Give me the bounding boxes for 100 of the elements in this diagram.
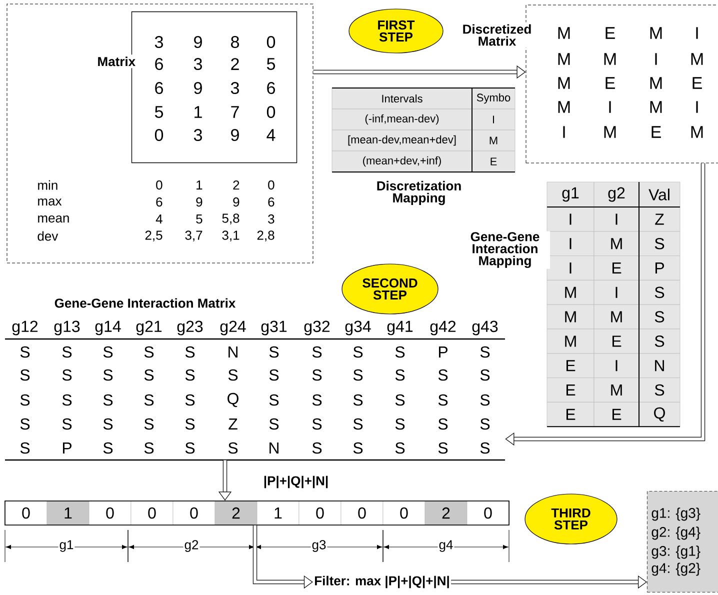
bar-cell: 1 bbox=[46, 500, 90, 526]
matrix-value: S bbox=[395, 346, 405, 358]
matrix-value: 0 bbox=[154, 128, 164, 142]
matrix-value: M bbox=[604, 126, 616, 138]
matrix-value: M bbox=[558, 53, 570, 65]
table-cell: M bbox=[594, 378, 640, 402]
stat-value: 2,5 bbox=[145, 230, 162, 242]
matrix-value: S bbox=[480, 418, 490, 430]
matrix-value: S bbox=[103, 418, 113, 430]
matrix-value: S bbox=[353, 369, 363, 381]
stat-value: 5,8 bbox=[222, 214, 240, 224]
table-cell: E bbox=[594, 256, 640, 280]
node-label: Matrix bbox=[98, 56, 136, 66]
matrix-value: S bbox=[353, 394, 363, 406]
matrix-value: S bbox=[62, 346, 72, 358]
matrix-value: S bbox=[353, 442, 363, 454]
matrix-value: S bbox=[480, 369, 490, 381]
matrix-value: S bbox=[20, 442, 30, 454]
matrix-value: 3 bbox=[194, 58, 202, 70]
table-cell: I bbox=[594, 280, 640, 305]
table-cell: E bbox=[472, 150, 516, 172]
matrix-value: M bbox=[650, 27, 662, 39]
matrix-value: I bbox=[563, 126, 565, 138]
matrix-value: M bbox=[691, 126, 703, 138]
matrix-value: 2 bbox=[231, 58, 239, 70]
matrix-value: 6 bbox=[155, 58, 163, 70]
table-cell: I bbox=[546, 256, 594, 280]
matrix-value: 9 bbox=[194, 36, 202, 48]
matrix-value: S bbox=[438, 394, 448, 406]
matrix-value: S bbox=[312, 346, 322, 358]
matrix-value: S bbox=[312, 442, 322, 454]
matrix-value: 9 bbox=[194, 82, 202, 94]
matrix-value: S bbox=[395, 369, 405, 381]
matrix-value: S bbox=[438, 442, 448, 454]
table-cell: I bbox=[594, 206, 640, 232]
matrix-value: E bbox=[652, 126, 661, 138]
table-cell: E bbox=[546, 402, 594, 427]
matrix-value: 6 bbox=[155, 82, 163, 94]
matrix-value: I bbox=[696, 27, 698, 39]
bar-cell: 0 bbox=[298, 500, 342, 526]
column-header: g13 bbox=[54, 320, 80, 336]
matrix-value: S bbox=[20, 418, 30, 430]
matrix-value: 3 bbox=[154, 36, 163, 48]
column-header: g21 bbox=[136, 320, 162, 336]
matrix-value: S bbox=[185, 418, 195, 430]
matrix-value: 3 bbox=[194, 128, 202, 142]
matrix-value: 5 bbox=[154, 106, 163, 118]
matrix-value: 0 bbox=[266, 36, 276, 48]
matrix-value: S bbox=[144, 346, 154, 358]
table-cell: Z bbox=[638, 206, 680, 232]
matrix-value: S bbox=[20, 346, 30, 358]
table-cell: I bbox=[472, 108, 516, 130]
dimension-label: g3 bbox=[310, 539, 328, 553]
stat-value: 3,1 bbox=[222, 230, 240, 242]
matrix-value: S bbox=[312, 394, 322, 406]
matrix-value: 5 bbox=[266, 58, 275, 70]
matrix-value: 8 bbox=[231, 36, 239, 48]
matrix-value: 0 bbox=[266, 106, 276, 118]
table-cell: Val bbox=[638, 182, 680, 208]
matrix-value: S bbox=[20, 369, 30, 381]
table-cell: S bbox=[638, 280, 680, 305]
matrix-value: S bbox=[185, 394, 195, 406]
matrix-value: S bbox=[62, 418, 72, 430]
stat-value: 9 bbox=[233, 197, 240, 207]
matrix-value: S bbox=[144, 442, 154, 454]
matrix-value: S bbox=[185, 369, 195, 381]
table-cell: S bbox=[638, 328, 680, 354]
table-cell: M bbox=[546, 280, 594, 305]
stat-value: 5 bbox=[196, 214, 202, 224]
bar-cell: 0 bbox=[130, 500, 174, 526]
table-cell: I bbox=[546, 206, 594, 232]
matrix-value: S bbox=[144, 369, 154, 381]
matrix-value: S bbox=[103, 369, 113, 381]
dimension-label: g1 bbox=[58, 539, 75, 553]
matrix-value: S bbox=[228, 442, 238, 454]
matrix-value: S bbox=[185, 346, 195, 358]
matrix-value: S bbox=[480, 442, 490, 454]
matrix-value: I bbox=[655, 53, 657, 65]
matrix-value: M bbox=[691, 53, 703, 65]
table-cell: E bbox=[594, 402, 640, 427]
column-header: g14 bbox=[95, 320, 121, 336]
matrix-value: S bbox=[269, 369, 279, 381]
dimension-label: g4 bbox=[438, 539, 454, 553]
table-caption: Discretization Mapping bbox=[377, 180, 461, 206]
stat-value: 3,7 bbox=[185, 230, 202, 242]
matrix-value: S bbox=[144, 418, 154, 430]
matrix-value: Z bbox=[228, 418, 238, 430]
matrix-value: 9 bbox=[231, 128, 239, 142]
matrix-value: S bbox=[353, 346, 363, 358]
table-cell: M bbox=[594, 304, 640, 330]
matrix-value: S bbox=[62, 394, 72, 406]
bar-cell: 0 bbox=[340, 500, 384, 526]
matrix-value: S bbox=[395, 442, 405, 454]
stat-name: mean bbox=[38, 215, 69, 223]
matrix-value: E bbox=[692, 77, 702, 89]
bar-cell: 0 bbox=[172, 500, 216, 526]
stat-value: 4 bbox=[156, 214, 162, 224]
stat-name: min bbox=[38, 180, 58, 190]
matrix-value: S bbox=[438, 418, 448, 430]
table-cell: M bbox=[472, 130, 516, 152]
